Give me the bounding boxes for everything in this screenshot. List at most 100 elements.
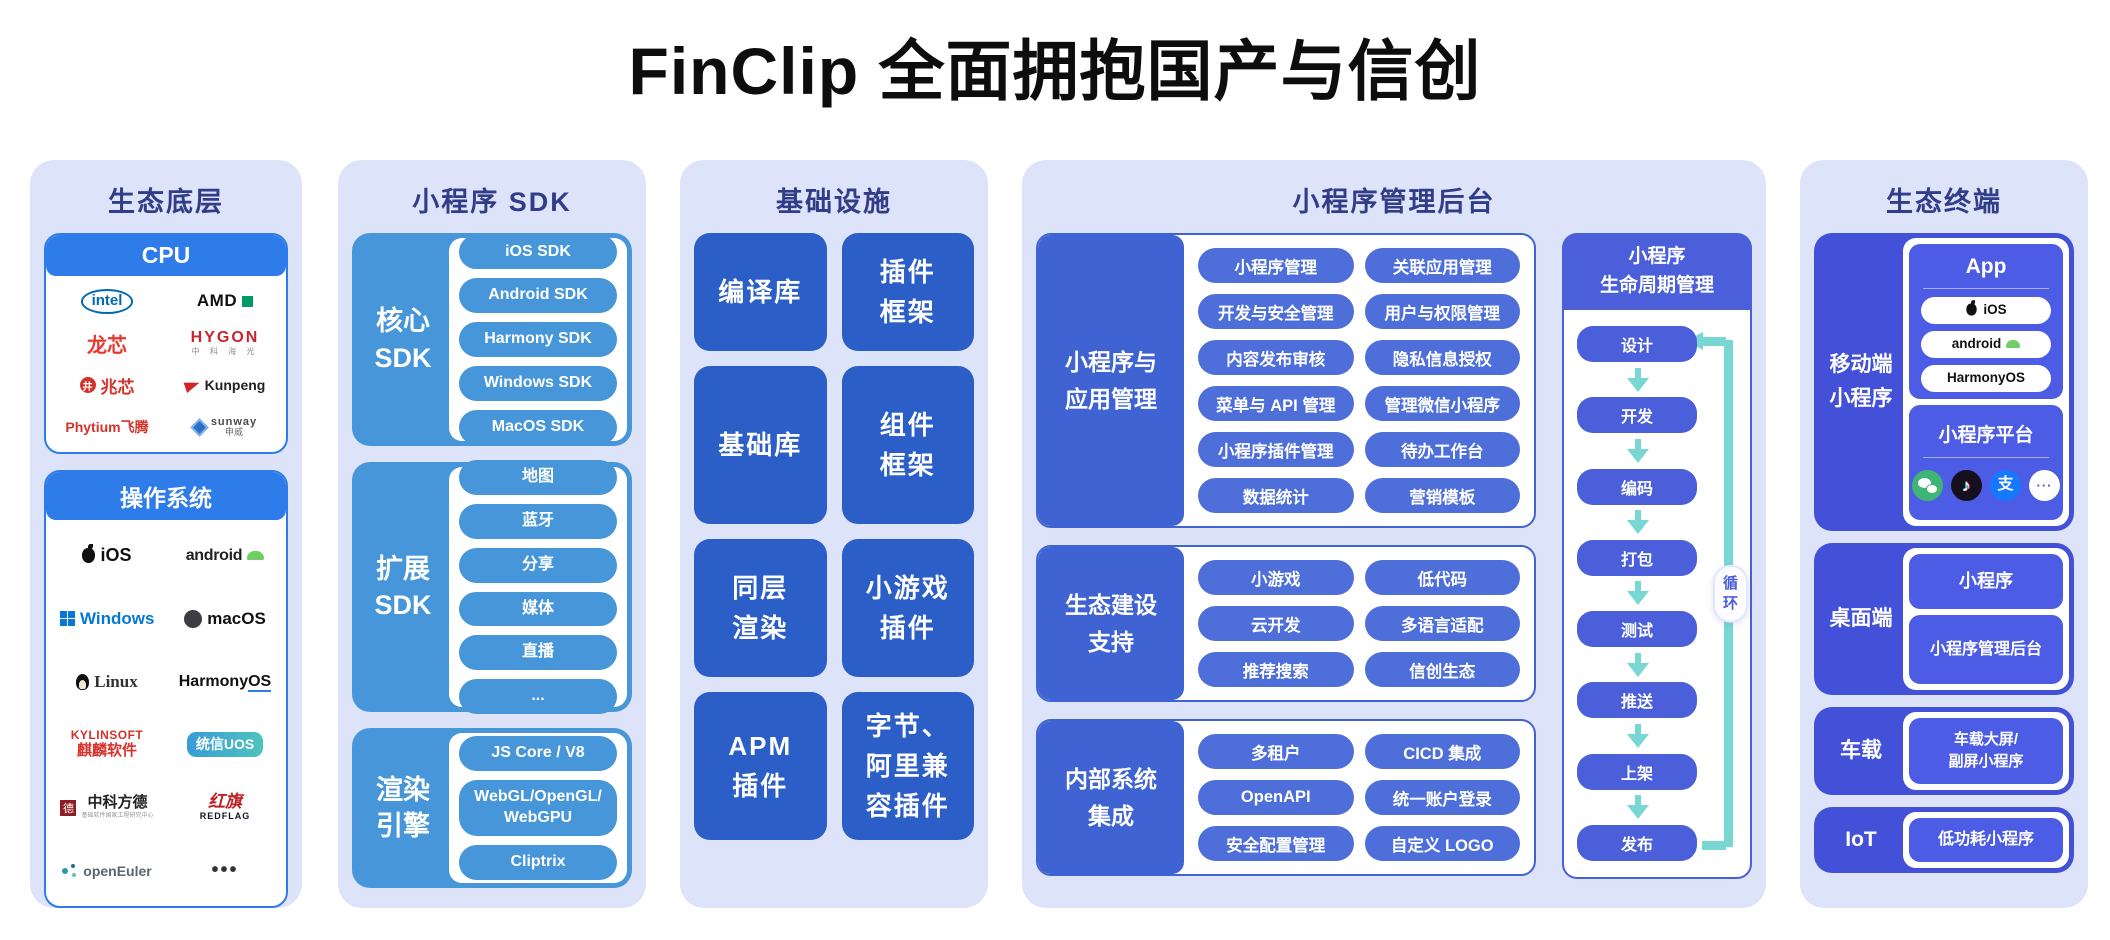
admin-pill: 用户与权限管理 <box>1364 294 1520 329</box>
section-ecosystem-support-label: 生态建设 支持 <box>1038 547 1184 700</box>
linux-logo-text: Linux <box>94 671 138 691</box>
car-group: 车载 车载大屏/ 副屏小程序 <box>1814 707 2074 795</box>
panel-ecosystem-terminals-title: 生态终端 <box>1886 187 2002 217</box>
miniapp-platform-title: 小程序平台 <box>1938 425 2034 447</box>
sunway-logo: sunway 申威 <box>166 406 284 448</box>
section-app-management-items: 小程序管理 关联应用管理 开发与安全管理 用户与权限管理 内容发布审核 隐私信息… <box>1184 235 1534 526</box>
mobile-miniapp-label: 移动端 小程序 <box>1829 353 1893 410</box>
miniapp-platform-box: 小程序平台 ♪ 支 ··· <box>1909 405 2063 520</box>
amd-logo: AMD <box>166 280 284 322</box>
lifecycle-step-package: 打包 <box>1577 539 1697 576</box>
os-card: 操作系统 iOS android Windows macOS <box>44 470 288 908</box>
down-arrow-icon <box>1627 724 1649 749</box>
admin-pill: 隐私信息授权 <box>1364 340 1520 375</box>
section-ecosystem-support-items: 小游戏 低代码 云开发 多语言适配 推荐搜索 信创生态 <box>1184 547 1534 700</box>
infra-tile-compile-lib: 编译库 <box>694 233 827 351</box>
loop-arrow-top-icon <box>1686 332 1726 350</box>
admin-pill: 待办工作台 <box>1364 432 1520 467</box>
admin-pill: OpenAPI <box>1198 780 1354 815</box>
admin-pill: 多租户 <box>1198 734 1354 769</box>
wechat-icon <box>1912 469 1943 501</box>
lifecycle-step-launch: 上架 <box>1577 753 1697 790</box>
redflag-logo: 红旗 REDFLAG <box>166 776 284 839</box>
section-internal-integration-items: 多租户 CICD 集成 OpenAPI 统一账户登录 安全配置管理 自定义 LO… <box>1184 721 1534 874</box>
admin-pill: 管理微信小程序 <box>1364 386 1520 421</box>
section-app-management-label: 小程序与 应用管理 <box>1038 235 1184 526</box>
harmonyos-logo: HarmonyOS <box>166 650 284 713</box>
apple-icon <box>82 544 96 563</box>
lifecycle-flow: 循 环 设计 开发 编码 打包 测试 推送 上架 发布 <box>1562 310 1752 879</box>
lifecycle-step-develop: 开发 <box>1577 397 1697 434</box>
admin-pill: 自定义 LOGO <box>1364 826 1520 861</box>
kylinsoft-logo-text: KYLINSOFT <box>70 728 144 743</box>
redflag-logo-text: 红旗 <box>208 792 242 812</box>
panel-miniapp-sdk: 小程序 SDK 核心 SDK iOS SDK Android SDK Harmo… <box>338 160 646 908</box>
admin-pill: 小程序插件管理 <box>1198 432 1354 467</box>
mobile-miniapp-group: 移动端 小程序 App iOS android HarmonyOS <box>1814 233 2074 531</box>
down-arrow-icon <box>1627 652 1649 677</box>
loop-connector-bottom <box>1702 841 1726 850</box>
car-screen-box: 车载大屏/ 副屏小程序 <box>1909 718 2063 784</box>
more-os-logos: ••• <box>166 839 284 902</box>
lifecycle-card: 小程序 生命周期管理 循 环 设计 开发 编码 打包 测试 推送 <box>1562 233 1752 879</box>
sdk-pill: 直播 <box>459 635 617 671</box>
zhaoxin-logo-text: 兆芯 <box>100 377 135 397</box>
sunway-logo-text: sunway <box>210 416 258 428</box>
redflag-logo-subtext: REDFLAG <box>199 810 251 821</box>
down-arrow-icon <box>1627 795 1649 820</box>
harmonyos-logo-text-tail: OS <box>248 672 272 692</box>
app-pill-harmonyos-label: HarmonyOS <box>1946 370 2025 385</box>
panel-admin-backend-title: 小程序管理后台 <box>1292 187 1496 217</box>
zhaoxin-disc-icon: 井 <box>79 377 96 393</box>
down-arrow-icon <box>1627 367 1649 392</box>
infra-tile-same-layer-render: 同层 渲染 <box>694 539 827 677</box>
infra-tile-bytedance-ali-compat: 字节、 阿里兼 容插件 <box>841 692 974 840</box>
extension-sdk-card: 扩展 SDK 地图 蓝牙 分享 媒体 直播 ... <box>352 460 632 714</box>
lifecycle-step-test: 测试 <box>1577 611 1697 648</box>
fangde-seal-icon: 德 <box>60 799 77 816</box>
sdk-pill: iOS SDK <box>459 234 617 270</box>
android-robot-icon <box>2006 339 2021 348</box>
apple-icon <box>1966 300 1978 316</box>
lifecycle-step-design: 设计 <box>1577 326 1697 362</box>
panel-miniapp-sdk-title: 小程序 SDK <box>412 187 572 217</box>
loongson-logo: 龙芯 <box>48 322 166 364</box>
app-pill-android: android <box>1921 330 2051 358</box>
infra-tile-plugin-framework: 插件 框架 <box>841 233 974 351</box>
os-card-header: 操作系统 <box>46 472 286 520</box>
section-internal-integration: 内部系统 集成 多租户 CICD 集成 OpenAPI 统一账户登录 安全配置管… <box>1036 719 1536 876</box>
linux-logo: Linux <box>48 650 166 713</box>
hygon-logo-subtext: 中 科 海 光 <box>191 346 259 356</box>
cpu-logo-grid: intel AMD 龙芯 HYGON 中 科 海 光 井 兆芯 <box>46 276 286 452</box>
sdk-pill: JS Core / V8 <box>459 736 617 772</box>
app-pill-ios: iOS <box>1921 296 2051 324</box>
admin-pill: 小游戏 <box>1198 560 1354 595</box>
desktop-label: 桌面端 <box>1829 607 1893 631</box>
android-robot-icon <box>247 551 265 560</box>
panel-infrastructure: 基础设施 编译库 插件 框架 基础库 组件 框架 同层 渲染 小游戏 插件 AP… <box>680 160 988 908</box>
amd-logo-text: AMD <box>196 291 238 310</box>
openeuler-logo: openEuler <box>48 839 166 902</box>
section-app-management: 小程序与 应用管理 小程序管理 关联应用管理 开发与安全管理 用户与权限管理 内… <box>1036 233 1536 528</box>
android-logo: android <box>166 524 284 587</box>
section-internal-integration-label: 内部系统 集成 <box>1038 721 1184 874</box>
page-title: FinClip 全面拥抱国产与信创 <box>628 34 1482 108</box>
app-box: App iOS android HarmonyOS <box>1909 244 2063 400</box>
macos-logo-text: macOS <box>207 608 266 628</box>
sdk-pill: Windows SDK <box>459 365 617 401</box>
lifecycle-step-release: 发布 <box>1577 824 1697 861</box>
cpu-card: CPU intel AMD 龙芯 HYGON 中 科 海 光 <box>44 233 288 454</box>
phytium-logo-text: Phytium飞腾 <box>65 419 149 435</box>
app-pill-android-label: android <box>1951 335 2002 351</box>
admin-pill: 多语言适配 <box>1364 606 1520 641</box>
kunpeng-logo: Kunpeng <box>166 364 284 406</box>
fangde-logo-subtext: 基础软件国家工程研究中心 <box>81 812 154 819</box>
down-arrow-icon <box>1627 438 1649 463</box>
android-logo-text: android <box>185 546 243 564</box>
infra-tile-component-framework: 组件 框架 <box>841 366 974 524</box>
infra-tile-base-lib: 基础库 <box>694 366 827 524</box>
ios-logo-text: iOS <box>100 545 132 565</box>
ios-logo: iOS <box>48 524 166 587</box>
admin-pill: 数据统计 <box>1198 478 1354 513</box>
app-pill-ios-label: iOS <box>1983 301 2007 317</box>
